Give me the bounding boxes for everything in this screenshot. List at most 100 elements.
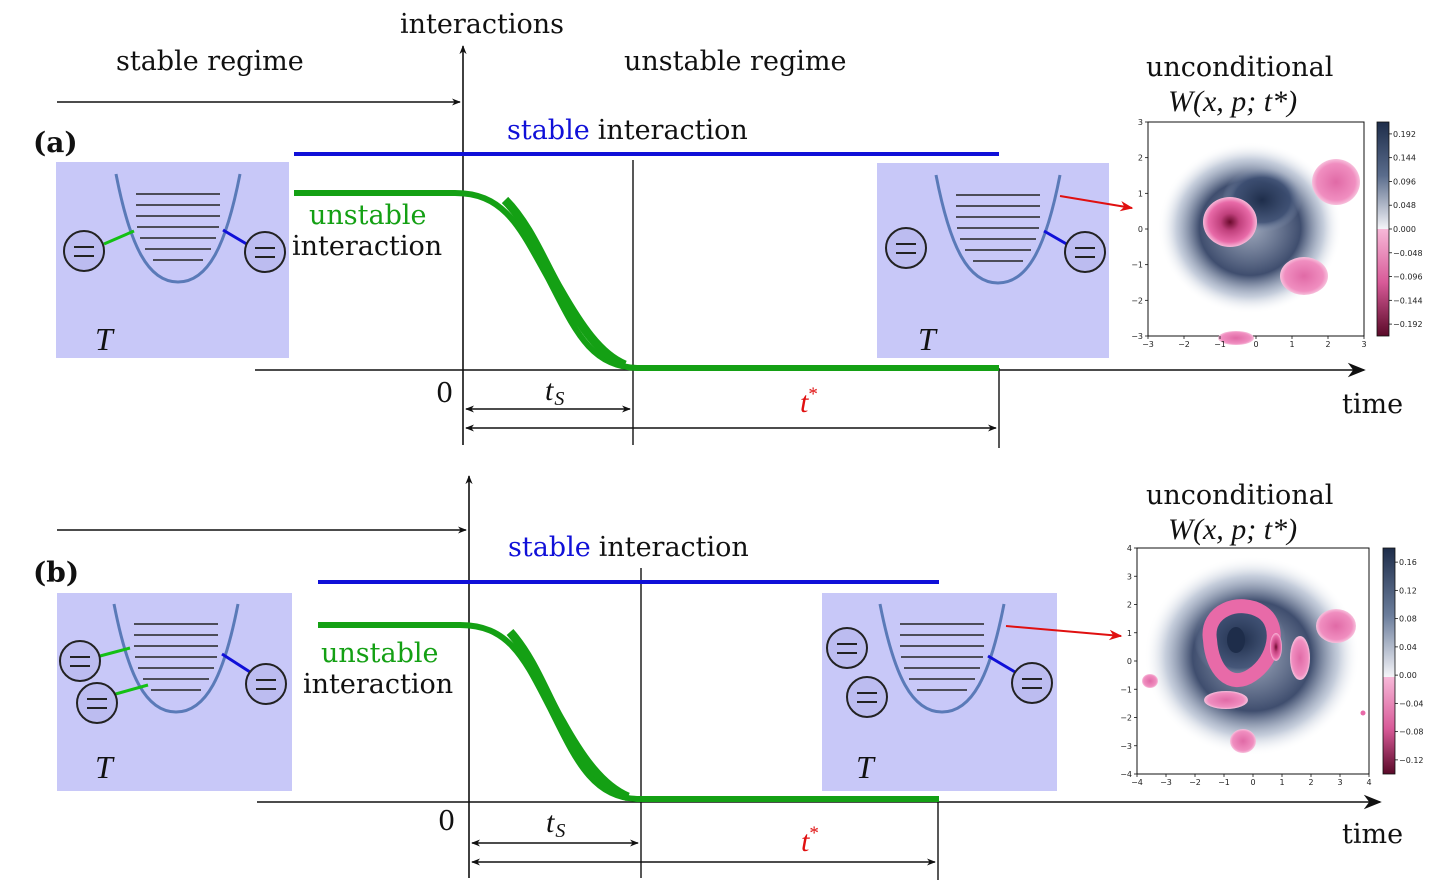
y-tick-label: 1 — [1138, 189, 1143, 198]
red-arrow-b — [1005, 625, 1123, 641]
x-tick-label: 1 — [1279, 778, 1284, 787]
colorbar-tick-label: 0.048 — [1393, 201, 1416, 210]
qubit-icon — [826, 627, 868, 669]
unstable-interaction-word-label-b: interaction — [303, 669, 453, 700]
temperature-label: T — [95, 321, 115, 357]
colorbar-tick-label: 0.12 — [1399, 586, 1417, 595]
qubit-icon — [76, 682, 118, 724]
y-tick-label: 1 — [1127, 629, 1132, 638]
wigner-title-a: unconditional — [1146, 52, 1333, 83]
reservoir-box-right-b: T — [822, 593, 1057, 791]
colorbar-b: 0.16 0.12 0.08 0.04 0.00 −0.04 −0.08 −0.12 — [1382, 547, 1424, 775]
panel-a: (a) interactions stable regime unstable … — [33, 9, 1423, 448]
reservoir-box-left-b: T — [57, 593, 292, 791]
unstable-regime-label: unstable regime — [624, 46, 846, 77]
colorbar-tick-label: −0.04 — [1399, 699, 1424, 708]
y-tick-label: 2 — [1127, 601, 1132, 610]
zero-label: 0 — [436, 378, 453, 409]
qubit-icon — [63, 230, 105, 272]
colorbar-tick-label: 0.192 — [1393, 130, 1416, 139]
x-tick-label: −1 — [1218, 778, 1230, 787]
y-tick-label: 3 — [1127, 572, 1132, 581]
tstar-label: t* — [800, 384, 818, 419]
time-label: time — [1342, 389, 1403, 420]
ts-label: tS — [545, 374, 564, 410]
x-tick-label: −2 — [1189, 778, 1201, 787]
x-tick-label: −3 — [1142, 340, 1154, 349]
unstable-interaction-curve-thick — [501, 196, 627, 370]
colorbar-tick-label: −0.096 — [1393, 273, 1423, 282]
temperature-label: T — [918, 321, 938, 357]
qubit-icon — [244, 231, 286, 273]
colorbar-tick-label: 0.096 — [1393, 177, 1416, 186]
colorbar-a: 0.192 0.144 0.096 0.048 0.000 −0.048 −0.096 −0.… — [1376, 121, 1423, 337]
unstable-interaction-word-label: interaction — [292, 231, 442, 262]
x-tick-label: 1 — [1289, 340, 1294, 349]
x-tick-label: 4 — [1366, 778, 1371, 787]
wigner-plot-b: −4 −3 −2 −1 0 1 2 3 4 4 3 2 1 0 −1 −2 −3 −4 — [1120, 544, 1371, 787]
panel-label-b: (b) — [33, 556, 79, 589]
x-tick-label: −3 — [1160, 778, 1172, 787]
reservoir-box-right-a: T — [877, 163, 1109, 358]
x-tick-label: 3 — [1337, 778, 1342, 787]
y-axis-label: interactions — [400, 9, 564, 40]
unstable-interaction-curve — [294, 190, 999, 371]
unstable-interaction-curve-thick-b — [506, 629, 630, 802]
colorbar-tick-label: 0.04 — [1399, 643, 1417, 652]
colorbar-tick-label: 0.08 — [1399, 615, 1417, 624]
reservoir-box-left-a: T — [56, 162, 289, 358]
x-tick-label: 0 — [1253, 340, 1258, 349]
temperature-label: T — [95, 749, 115, 785]
time-label-b: time — [1342, 819, 1403, 850]
unstable-word-label: unstable — [309, 200, 426, 231]
colorbar-tick-label: 0.144 — [1393, 154, 1416, 163]
y-tick-label: −3 — [1120, 742, 1132, 751]
qubit-icon — [1011, 662, 1053, 704]
x-tick-label: 2 — [1325, 340, 1330, 349]
temperature-label: T — [856, 749, 876, 785]
qubit-icon — [885, 227, 927, 269]
qubit-icon — [1064, 231, 1106, 273]
colorbar-tick-label: 0.000 — [1393, 225, 1416, 234]
colorbar-tick-label: −0.192 — [1393, 320, 1423, 329]
x-tick-label: 3 — [1361, 340, 1366, 349]
y-tick-label: −2 — [1120, 714, 1132, 723]
wigner-title-b: unconditional — [1146, 480, 1333, 511]
tstar-label-b: t* — [801, 823, 819, 858]
unstable-word-label-b: unstable — [321, 638, 438, 669]
stable-regime-label: stable regime — [116, 46, 304, 77]
x-tick-label: 0 — [1250, 778, 1255, 787]
colorbar-tick-label: 0.00 — [1399, 671, 1417, 680]
wigner-formula-b: W(x, p; t*) — [1168, 513, 1297, 546]
x-tick-label: −4 — [1131, 778, 1143, 787]
wigner-formula-a: W(x, p; t*) — [1168, 85, 1297, 118]
x-tick-label: −1 — [1214, 340, 1226, 349]
y-tick-label: 4 — [1127, 544, 1132, 553]
x-tick-label: −2 — [1178, 340, 1190, 349]
y-tick-label: 2 — [1138, 154, 1143, 163]
y-tick-label: 0 — [1127, 657, 1132, 666]
y-tick-label: −2 — [1131, 296, 1143, 305]
y-tick-label: 3 — [1138, 118, 1143, 127]
qubit-icon — [59, 640, 101, 682]
y-tick-label: −1 — [1131, 261, 1143, 270]
qubit-icon — [245, 663, 287, 705]
colorbar-tick-label: 0.16 — [1399, 558, 1417, 567]
red-arrow-a — [1059, 195, 1134, 212]
y-tick-label: −4 — [1120, 770, 1132, 779]
ts-label-b: tS — [546, 806, 565, 842]
zero-label-b: 0 — [438, 806, 455, 837]
qubit-icon — [846, 676, 888, 718]
y-tick-label: −1 — [1120, 685, 1132, 694]
x-tick-label: 2 — [1308, 778, 1313, 787]
colorbar-tick-label: −0.08 — [1399, 728, 1424, 737]
y-tick-label: −3 — [1131, 332, 1143, 341]
colorbar-tick-label: −0.048 — [1393, 249, 1423, 258]
colorbar-tick-label: −0.12 — [1399, 756, 1424, 765]
panel-label-a: (a) — [33, 126, 78, 159]
